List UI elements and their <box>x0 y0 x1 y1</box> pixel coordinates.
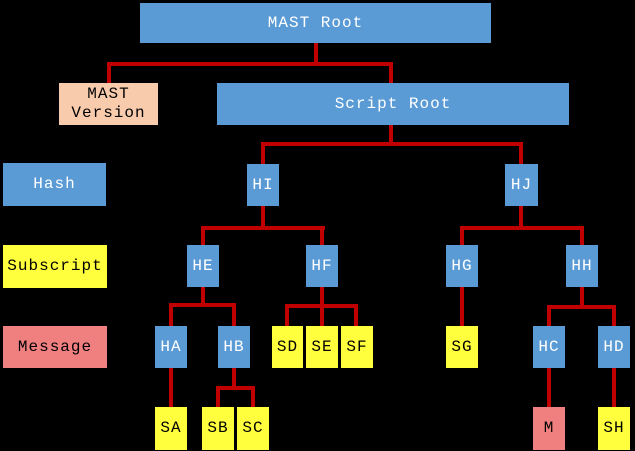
connector-segment <box>612 305 616 326</box>
connector-segment <box>460 226 584 230</box>
connector-segment <box>107 62 111 83</box>
connector-segment <box>314 43 318 66</box>
node-sg: SG <box>446 326 478 368</box>
connector-segment <box>261 142 265 164</box>
node-sb: SB <box>202 407 234 450</box>
connector-segment <box>169 303 236 307</box>
connector-segment <box>354 304 358 326</box>
connector-segment <box>580 287 584 307</box>
node-hi: HI <box>247 164 279 206</box>
connector-segment <box>547 305 616 309</box>
connector-segment <box>519 206 523 230</box>
node-hd: HD <box>598 326 630 368</box>
connector-segment <box>107 62 393 66</box>
node-hc: HC <box>533 326 565 368</box>
connector-segment <box>216 386 220 407</box>
connector-segment <box>460 226 464 245</box>
connector-segment <box>285 304 289 326</box>
connector-segment <box>547 305 551 326</box>
connector-segment <box>519 142 523 164</box>
connector-segment <box>216 386 255 390</box>
connector-segment <box>612 368 616 407</box>
node-se: SE <box>306 326 338 368</box>
connector-segment <box>232 303 236 326</box>
connector-segment <box>201 226 325 230</box>
node-hh: HH <box>566 245 598 287</box>
connector-segment <box>580 226 584 245</box>
connector-segment <box>261 206 265 230</box>
connector-segment <box>285 304 358 308</box>
connector-segment <box>389 62 393 83</box>
node-he: HE <box>187 245 219 287</box>
node-ha: HA <box>155 326 187 368</box>
node-sc: SC <box>237 407 269 450</box>
legend-hash: Hash <box>3 163 106 206</box>
connector-segment <box>201 226 205 245</box>
connector-segment <box>232 368 236 388</box>
node-hf: HF <box>306 245 338 287</box>
node-sa: SA <box>155 407 187 450</box>
connector-segment <box>320 226 324 245</box>
connector-segment <box>460 287 464 326</box>
node-sd: SD <box>272 326 303 368</box>
connector-segment <box>251 386 255 407</box>
node-sf: SF <box>341 326 373 368</box>
connector-segment <box>201 287 205 307</box>
node-m: M <box>533 407 565 450</box>
connector-segment <box>261 142 523 146</box>
node-hb: HB <box>218 326 250 368</box>
connector-segment <box>389 125 393 146</box>
node-mast-root: MAST Root <box>140 3 491 43</box>
connector-segment <box>547 368 551 407</box>
node-sh: SH <box>598 407 630 450</box>
connector-segment <box>169 368 173 407</box>
node-mast-version: MAST Version <box>59 83 158 125</box>
connector-segment <box>169 303 173 326</box>
node-hj: HJ <box>505 164 538 206</box>
node-script-root: Script Root <box>217 83 569 125</box>
node-hg: HG <box>446 245 478 287</box>
legend-message: Message <box>3 326 107 368</box>
legend-subscript: Subscript <box>3 245 107 288</box>
